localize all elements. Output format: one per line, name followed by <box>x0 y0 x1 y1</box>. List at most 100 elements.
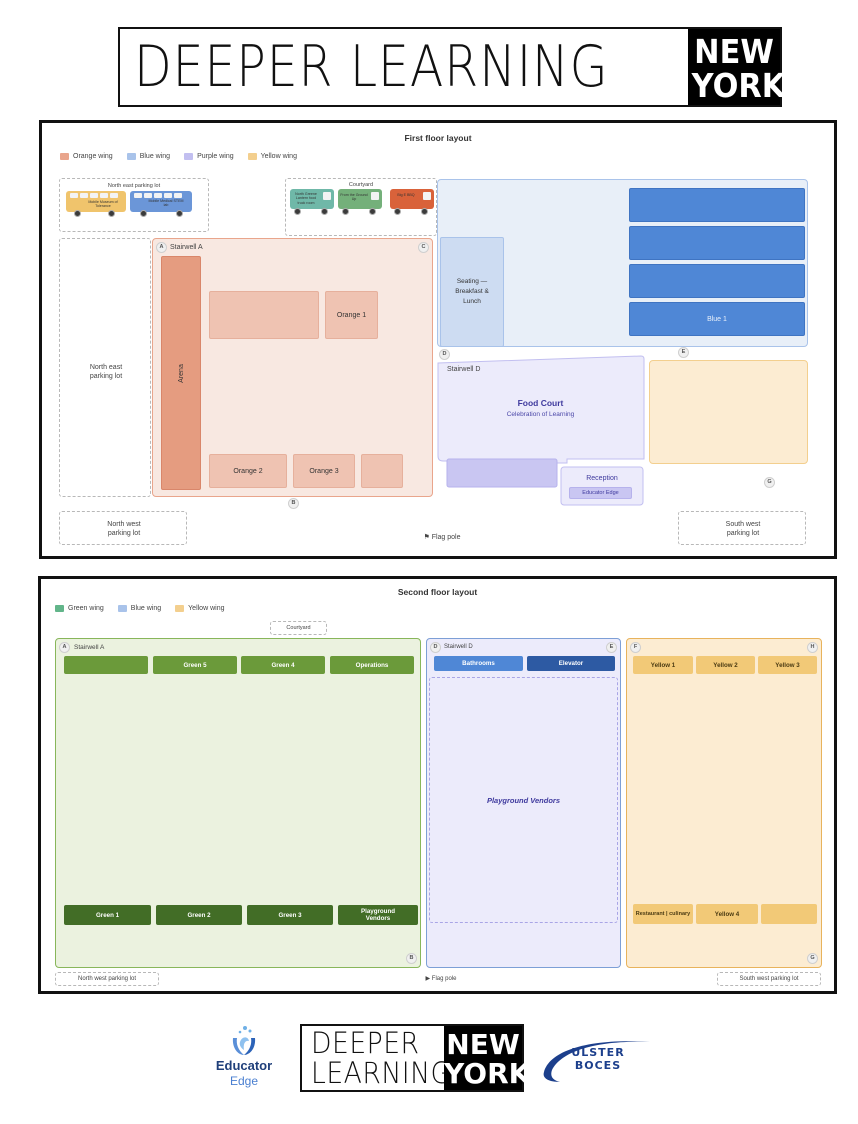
green-wing[interactable]: A Stairwell A Green 5 Green 4 Operations… <box>55 638 421 968</box>
south-west-parking-lot[interactable]: South west parking lot <box>678 511 806 545</box>
legend-item: Blue wing <box>126 153 170 160</box>
first-floor-title: First floor layout <box>404 133 472 143</box>
second-floor-legend: Green wing Blue wing Yellow wing <box>55 605 224 612</box>
bus-museum-of-tolerance[interactable]: Mobile Museum of Tolerance <box>66 191 126 212</box>
pin-b: B <box>406 953 417 964</box>
pin-a: A <box>59 642 70 653</box>
first-floor-map: First floor layout Orange wing Blue wing… <box>39 120 837 559</box>
elevator[interactable]: Elevator <box>527 656 615 671</box>
green-room-unlabeled[interactable] <box>64 656 148 674</box>
stairwell-d: Stairwell D <box>447 366 481 373</box>
blue-room-2[interactable] <box>629 226 805 260</box>
orange-2[interactable]: Orange 2 <box>209 454 287 488</box>
orange-room-small[interactable] <box>361 454 403 488</box>
blue-room-3[interactable] <box>629 264 805 298</box>
educator-edge-booth[interactable]: Educator Edge <box>569 487 632 499</box>
stairwell-a: Stairwell A <box>74 644 105 651</box>
food-truck-bbq[interactable]: Big E BBQ <box>390 189 434 209</box>
restaurant-culinary[interactable]: Restaurant | culinary <box>633 904 693 924</box>
ulster-boces-swoosh-icon <box>543 1041 650 1082</box>
yellow-1[interactable]: Yellow 1 <box>633 656 693 674</box>
north-west-parking-lot[interactable]: North west parking lot <box>55 972 159 986</box>
playground-vendors-area[interactable]: Playground Vendors <box>429 677 618 923</box>
orange-wing[interactable]: A Stairwell A C Arena Orange 1 Orange 2 … <box>152 238 433 497</box>
banner-new-york: NEW YORK <box>688 29 786 105</box>
green-4[interactable]: Green 4 <box>241 656 325 674</box>
lot-label: North east parking lot <box>107 183 161 189</box>
courtyard[interactable]: Courtyard North Greene Lantern food truc… <box>285 178 437 236</box>
yellow-2[interactable]: Yellow 2 <box>696 656 755 674</box>
pin-d: D <box>439 349 450 360</box>
ulster-boces-logo: ULSTER BOCES <box>540 1036 652 1084</box>
banner-new: NEW <box>694 32 774 71</box>
blue-wing[interactable]: D Stairwell D E Bathrooms Elevator Playg… <box>426 638 621 968</box>
green-3[interactable]: Green 3 <box>247 905 333 925</box>
footer-york: YORK <box>444 1057 531 1090</box>
blue-wing[interactable]: Seating — Breakfast & Lunch Blue 1 <box>437 179 808 347</box>
arena[interactable]: Arena <box>161 256 201 490</box>
yellow-room-unlabeled[interactable] <box>761 904 817 924</box>
orange-room-unlabeled[interactable] <box>209 291 319 339</box>
seating-breakfast-lunch[interactable]: Seating — Breakfast & Lunch <box>440 237 504 347</box>
flag-pole[interactable]: ▶ Flag pole <box>425 976 457 982</box>
edge-text: Edge <box>229 1074 259 1088</box>
yellow-4[interactable]: Yellow 4 <box>696 904 758 924</box>
stairwell-d: Stairwell D <box>444 644 473 650</box>
reception[interactable]: Reception <box>586 475 618 482</box>
legend-item: Orange wing <box>60 153 113 160</box>
banner-title: DEEPER LEARNING <box>134 34 609 100</box>
pin-b: B <box>288 498 299 509</box>
north-east-parking-lot-side[interactable]: North east parking lot <box>59 238 151 497</box>
flag-pole[interactable]: ⚑ Flag pole <box>423 534 461 541</box>
bus-stem-lab[interactable]: Mobile Medical STEM lab <box>130 191 192 212</box>
educator-text: Educator <box>215 1058 273 1073</box>
deeper-learning-footer-logo: DEEPER LEARNING NEW YORK <box>300 1024 531 1092</box>
pin-d: D <box>430 642 441 653</box>
food-court[interactable]: Food Court <box>517 398 564 408</box>
footer-learning: LEARNING <box>311 1056 452 1090</box>
legend-item: Purple wing <box>184 153 234 160</box>
playground-vendors-green[interactable]: Playground Vendors <box>338 905 418 925</box>
yellow-3[interactable]: Yellow 3 <box>758 656 817 674</box>
blue-room-1[interactable] <box>629 188 805 222</box>
educator-edge-logo: Educator Edge <box>207 1024 281 1092</box>
footer-deeper: DEEPER <box>311 1026 420 1060</box>
second-floor-title: Second floor layout <box>397 587 478 597</box>
food-truck-ground-up[interactable]: From the Ground Up <box>338 189 382 209</box>
footer-new-york: NEW YORK <box>444 1026 531 1090</box>
north-west-parking-lot[interactable]: North west parking lot <box>59 511 187 545</box>
bathrooms[interactable]: Bathrooms <box>434 656 523 671</box>
educator-edge-icon <box>232 1026 256 1055</box>
north-east-parking-lot-top[interactable]: North east parking lot Mobile Museum of … <box>59 178 209 232</box>
pin-h: H <box>807 642 818 653</box>
pin-g: G <box>807 953 818 964</box>
boces-text: BOCES <box>574 1059 622 1072</box>
pin-a: A <box>156 242 167 253</box>
footer-new: NEW <box>446 1028 520 1061</box>
south-west-parking-lot[interactable]: South west parking lot <box>717 972 821 986</box>
yellow-wing[interactable]: F H Yellow 1 Yellow 2 Yellow 3 Restauran… <box>626 638 822 968</box>
pin-g: G <box>764 477 775 488</box>
food-truck-lantern[interactable]: North Greene Lantern food truck room <box>290 189 334 209</box>
orange-3[interactable]: Orange 3 <box>293 454 355 488</box>
green-5[interactable]: Green 5 <box>153 656 237 674</box>
green-2[interactable]: Green 2 <box>156 905 242 925</box>
legend-item: Yellow wing <box>247 153 297 160</box>
ulster-text: ULSTER <box>571 1046 625 1059</box>
banner-york: YORK <box>691 66 786 105</box>
courtyard[interactable]: Courtyard <box>270 621 327 635</box>
first-floor-legend: Orange wing Blue wing Purple wing Yellow… <box>60 153 297 160</box>
pin-c: C <box>418 242 429 253</box>
operations[interactable]: Operations <box>330 656 414 674</box>
blue-1[interactable]: Blue 1 <box>629 302 805 336</box>
purple-wing[interactable] <box>437 355 649 507</box>
lot-label: North east parking lot <box>89 364 123 380</box>
orange-1[interactable]: Orange 1 <box>325 291 378 339</box>
yellow-wing[interactable] <box>649 360 808 464</box>
celebration-of-learning: Celebration of Learning <box>506 411 575 418</box>
pin-e: E <box>678 347 689 358</box>
courtyard-label: Courtyard <box>348 182 374 188</box>
green-1[interactable]: Green 1 <box>64 905 151 925</box>
stairwell-a: Stairwell A <box>170 244 203 251</box>
second-floor-map: Second floor layout Green wing Blue wing… <box>38 576 837 994</box>
